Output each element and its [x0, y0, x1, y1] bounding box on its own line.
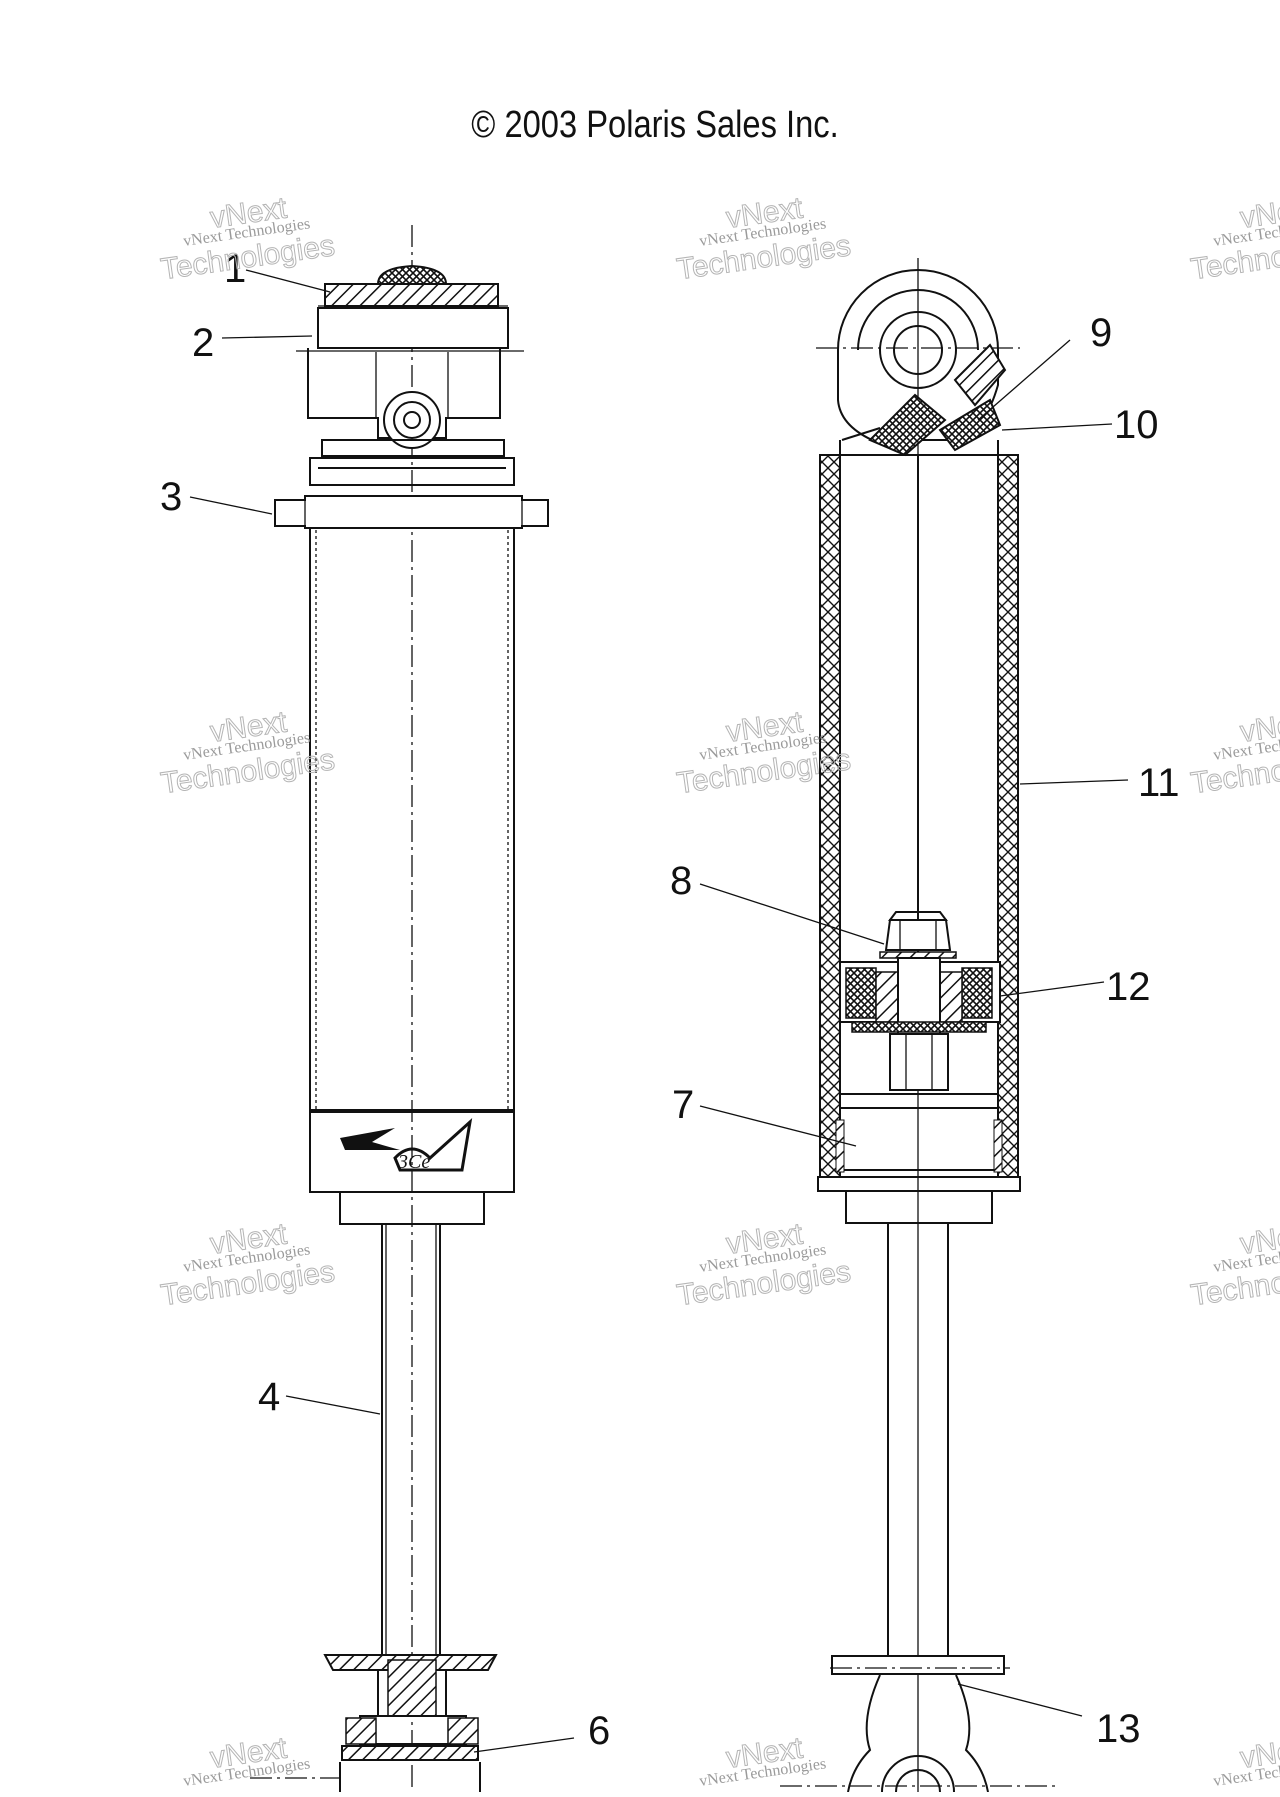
copyright-notice: © 2003 Polaris Sales Inc. — [471, 104, 839, 146]
callout-13: 13 — [1096, 1707, 1141, 1751]
callout-7: 7 — [672, 1083, 694, 1127]
watermark-text: vNext — [1238, 1731, 1280, 1774]
lower-seat — [831, 1655, 1005, 1675]
reservoir-head — [317, 307, 509, 349]
svg-text:3Ce: 3Ce — [397, 1151, 430, 1173]
callout-8: 8 — [670, 859, 692, 903]
callout-6: 6 — [588, 1709, 610, 1753]
callout-2: 2 — [192, 321, 214, 365]
leader-lines — [189, 269, 1129, 1753]
air-valve — [841, 343, 1007, 457]
shock-body — [309, 527, 515, 1111]
callout-1: 1 — [224, 247, 246, 291]
eye-bolt — [383, 391, 441, 449]
watermark-text: vNext — [1238, 705, 1280, 748]
callout-12: 12 — [1106, 965, 1151, 1009]
body-wall-left — [819, 454, 841, 1178]
fox-logo: 3Ce — [340, 1118, 473, 1173]
body-wall-right — [997, 454, 1019, 1178]
piston-nut — [884, 919, 952, 951]
watermark-text: vNext — [1238, 1217, 1280, 1260]
top-cap — [324, 283, 499, 307]
watermark-text: vNext — [1238, 191, 1280, 234]
spring-seat-nut — [274, 495, 549, 529]
callout-9: 9 — [1090, 311, 1112, 355]
right-shock-cutaway — [780, 258, 1060, 1797]
callout-labels: 1 2 3 4 6 7 8 9 10 11 12 13 — [160, 247, 1180, 1753]
callout-10: 10 — [1114, 403, 1159, 447]
callout-4: 4 — [258, 1375, 280, 1419]
seal-head — [820, 1093, 1018, 1178]
callout-11: 11 — [1138, 761, 1180, 805]
piston-assembly — [839, 957, 1001, 1091]
adjuster-knob — [376, 264, 448, 285]
left-shock-exterior: 3Ce — [250, 225, 549, 1792]
callout-3: 3 — [160, 475, 182, 519]
lower-mount-washer — [341, 1745, 479, 1761]
